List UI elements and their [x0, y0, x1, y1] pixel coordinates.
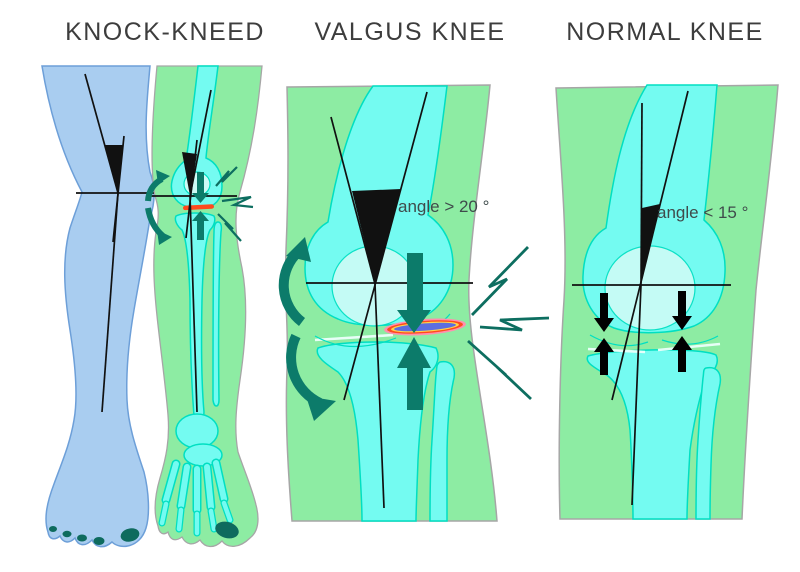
pain-flash-icon	[479, 316, 550, 332]
fibula-bone	[429, 360, 456, 522]
angle-wedge	[105, 145, 123, 193]
axis-line-femoral	[640, 102, 643, 286]
balanced-load-arrows	[594, 291, 692, 375]
normal-axis-lines	[572, 90, 731, 506]
compression-arrows-small	[192, 172, 209, 240]
compression-arrow-down-icon	[397, 310, 431, 333]
condyle-outline	[661, 335, 719, 345]
toenail	[62, 530, 72, 538]
rotation-arrow-lower-icon	[157, 230, 172, 245]
angle-wedge	[182, 152, 197, 196]
load-arrow-up-icon	[594, 338, 614, 352]
normal-panel: angle < 15 °	[555, 84, 779, 520]
meniscus-compressed	[384, 318, 466, 336]
fibula-bone	[695, 366, 722, 520]
condyle-outline	[314, 335, 397, 348]
pain-flash-icon	[221, 195, 254, 209]
load-arrow-down-icon	[678, 291, 686, 316]
pain-flashes-large	[467, 246, 550, 401]
rotation-arrow-lower-icon	[306, 396, 336, 421]
rotation-arrows-small	[145, 170, 172, 245]
tibia-bone	[174, 212, 216, 421]
load-arrow-up-icon	[678, 350, 686, 372]
rotation-arrow-upper-icon	[286, 237, 311, 262]
compression-arrow-up-icon	[197, 221, 204, 240]
axis-line-mechanical	[112, 135, 125, 243]
valgus-axis-lines	[306, 91, 473, 509]
panel-title-normal-knee: NORMAL KNEE	[566, 18, 764, 46]
axis-line-tibial	[189, 195, 198, 413]
axis-line-femoral	[330, 116, 376, 285]
fibula-bone	[212, 221, 223, 407]
compression-arrow-up-icon	[407, 368, 423, 410]
panel-title-knock-kneed: KNOCK-KNEED	[65, 18, 265, 46]
axis-line-tibial	[101, 192, 119, 413]
pain-flashes-small	[215, 166, 254, 242]
toenail	[77, 534, 87, 542]
compression-arrow-up-icon	[397, 337, 431, 368]
compression-arrow-up-icon	[192, 211, 209, 221]
toenail	[49, 526, 57, 532]
condyle-outline	[589, 334, 649, 347]
compression-arrow-down-icon	[197, 172, 204, 193]
rotation-arrows-large	[278, 237, 336, 421]
joint-gap	[314, 333, 394, 342]
load-arrow-up-icon	[672, 336, 692, 350]
knock-kneed-panel	[41, 65, 263, 548]
blue-leg-silhouette	[41, 65, 155, 548]
toenail-big	[120, 528, 140, 542]
axis-line-tibial	[631, 284, 642, 506]
green-leg-axis-lines	[148, 89, 237, 413]
load-arrow-down-icon	[594, 318, 614, 332]
compression-arrow-down-icon	[407, 253, 423, 310]
pain-flash-icon	[470, 246, 530, 316]
load-arrow-up-icon	[600, 352, 608, 375]
compression-arrow-down-icon	[192, 193, 209, 203]
toenail-big	[215, 521, 239, 539]
blue-foot-toenails	[49, 526, 140, 545]
toenail	[93, 537, 105, 545]
load-arrow-down-icon	[672, 316, 692, 330]
axis-line-mechanical	[343, 91, 428, 401]
foot-bones	[158, 413, 239, 539]
axis-line-femoral	[84, 73, 119, 194]
pain-flash-icon	[467, 339, 532, 401]
angle-label: angle > 20 °	[398, 197, 489, 216]
panel-title-valgus-knee: VALGUS KNEE	[314, 18, 506, 46]
valgus-panel: angle > 20 °	[278, 84, 550, 522]
load-arrow-down-icon	[600, 293, 608, 318]
axis-line-tibial	[374, 283, 385, 509]
compression-arrows-large	[397, 253, 431, 410]
rotation-arrow-upper-icon	[156, 170, 170, 184]
angle-wedge	[641, 204, 660, 285]
angle-label: angle < 15 °	[657, 203, 748, 222]
pain-flash-icon	[217, 213, 242, 242]
angle-wedge	[352, 189, 401, 284]
pain-flash-icon	[215, 166, 238, 187]
rotation-arrow-upper-icon	[278, 248, 306, 326]
